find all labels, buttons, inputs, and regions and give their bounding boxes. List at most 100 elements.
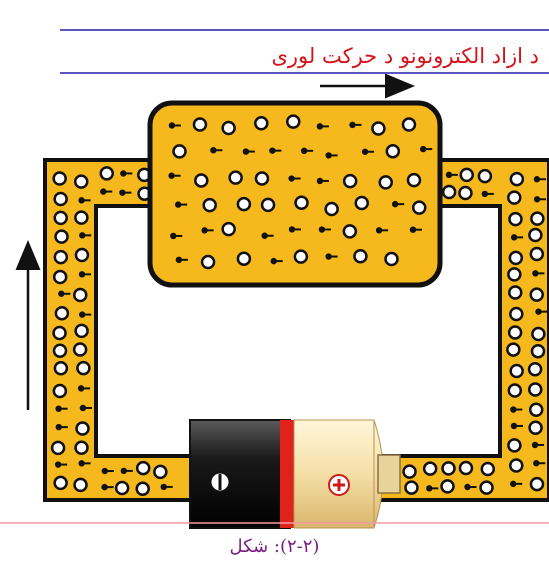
- electron-dot: [507, 190, 522, 205]
- electron-dot: [353, 248, 368, 264]
- electron-dot: [528, 402, 544, 418]
- electron-dot: [52, 343, 68, 359]
- electron-dot: [135, 460, 151, 476]
- electron-dot: [509, 458, 524, 473]
- electron-dot: [99, 166, 115, 181]
- ion-dot: [361, 148, 369, 155]
- block-electrons: [168, 114, 433, 270]
- electron-dot: [507, 325, 523, 340]
- electron-dot: [371, 121, 386, 136]
- electron-dot: [194, 173, 209, 188]
- ion-dot: [349, 121, 356, 129]
- electron-dot: [406, 172, 422, 188]
- electron-dot: [260, 197, 276, 213]
- ion-dot: [175, 256, 183, 264]
- top-rule-upper: [60, 29, 549, 31]
- ion-dot: [168, 172, 175, 179]
- ion-dot: [510, 480, 517, 488]
- ion-dot: [510, 406, 517, 413]
- electron-dot: [135, 481, 150, 497]
- electron-dot: [441, 184, 457, 200]
- electron-dot: [254, 171, 270, 186]
- ion-dot: [445, 171, 453, 179]
- electron-dot: [479, 480, 494, 495]
- ion-dot: [79, 232, 86, 239]
- electron-dot: [53, 360, 69, 376]
- electron-dot: [200, 254, 216, 270]
- electron-dot: [74, 440, 89, 456]
- ion-dot: [120, 170, 127, 177]
- ion-dot: [426, 485, 433, 492]
- ion-dot: [79, 404, 87, 412]
- electron-dot: [508, 285, 523, 300]
- ion-dot: [168, 122, 176, 129]
- ion-dot: [201, 227, 208, 234]
- ion-dot: [325, 152, 332, 159]
- electron-dot: [52, 269, 68, 285]
- ion-dot: [78, 197, 85, 204]
- electron-dot: [52, 171, 67, 186]
- electron-dot: [74, 247, 90, 263]
- ion-dot: [261, 232, 268, 239]
- ion-dot: [79, 311, 86, 318]
- electron-dot: [530, 211, 545, 226]
- figure-caption: (۲-۲): شکل: [229, 536, 320, 557]
- electron-dot: [477, 168, 493, 184]
- electron-dot: [75, 421, 90, 436]
- figure-title: د ازاد الکترونونو د حرکت لوری: [271, 44, 539, 68]
- electron-dot: [506, 342, 521, 357]
- electron-dot: [527, 361, 543, 377]
- ion-dot: [54, 461, 62, 468]
- electron-dot: [73, 174, 89, 189]
- ion-dot: [532, 270, 539, 277]
- electron-dot: [458, 460, 474, 476]
- ion-dot: [510, 422, 518, 430]
- ion-dot: [288, 226, 296, 233]
- ion-dot: [270, 257, 277, 265]
- electron-dot: [354, 195, 370, 211]
- electron-dot: [54, 229, 69, 244]
- electron-dot: [404, 480, 419, 495]
- electron-dot: [293, 249, 309, 264]
- ion-dot: [409, 226, 417, 233]
- ion-dot: [300, 147, 308, 155]
- electron-dot: [192, 117, 208, 132]
- electron-dot: [73, 477, 88, 493]
- ion-dot: [210, 147, 217, 154]
- electron-dot: [422, 461, 438, 476]
- electron-dot: [530, 344, 546, 359]
- electron-dot: [401, 117, 417, 132]
- electron-dot: [76, 360, 91, 376]
- ion-dot: [288, 175, 295, 182]
- ion-dot: [174, 201, 182, 208]
- electron-dot: [411, 200, 427, 215]
- electron-dot: [50, 440, 66, 456]
- minus-terminal-icon: [208, 470, 232, 494]
- electron-dot: [528, 420, 543, 435]
- electron-dot: [221, 221, 236, 237]
- load-block: [147, 100, 443, 288]
- electron-dot: [342, 224, 358, 239]
- battery: [189, 419, 401, 529]
- ion-dot: [420, 145, 427, 153]
- ion-dot: [391, 200, 399, 208]
- ion-dot: [325, 253, 332, 260]
- ion-dot: [318, 226, 326, 233]
- electron-dot: [286, 114, 301, 129]
- electron-dot: [529, 246, 545, 262]
- electron-dot: [509, 171, 525, 187]
- electron-dot: [114, 480, 130, 496]
- ion-dot: [170, 232, 177, 240]
- electron-dot: [72, 342, 88, 357]
- ion-dot: [535, 308, 542, 315]
- ion-dot: [533, 460, 540, 467]
- electron-dot: [294, 195, 309, 210]
- electron-dot: [221, 120, 236, 136]
- ion-dot: [531, 441, 539, 449]
- electron-dot: [528, 382, 543, 397]
- electron-dot: [509, 363, 524, 379]
- ion-dot: [533, 196, 541, 203]
- electron-dot: [507, 438, 522, 453]
- ion-dot: [101, 467, 109, 475]
